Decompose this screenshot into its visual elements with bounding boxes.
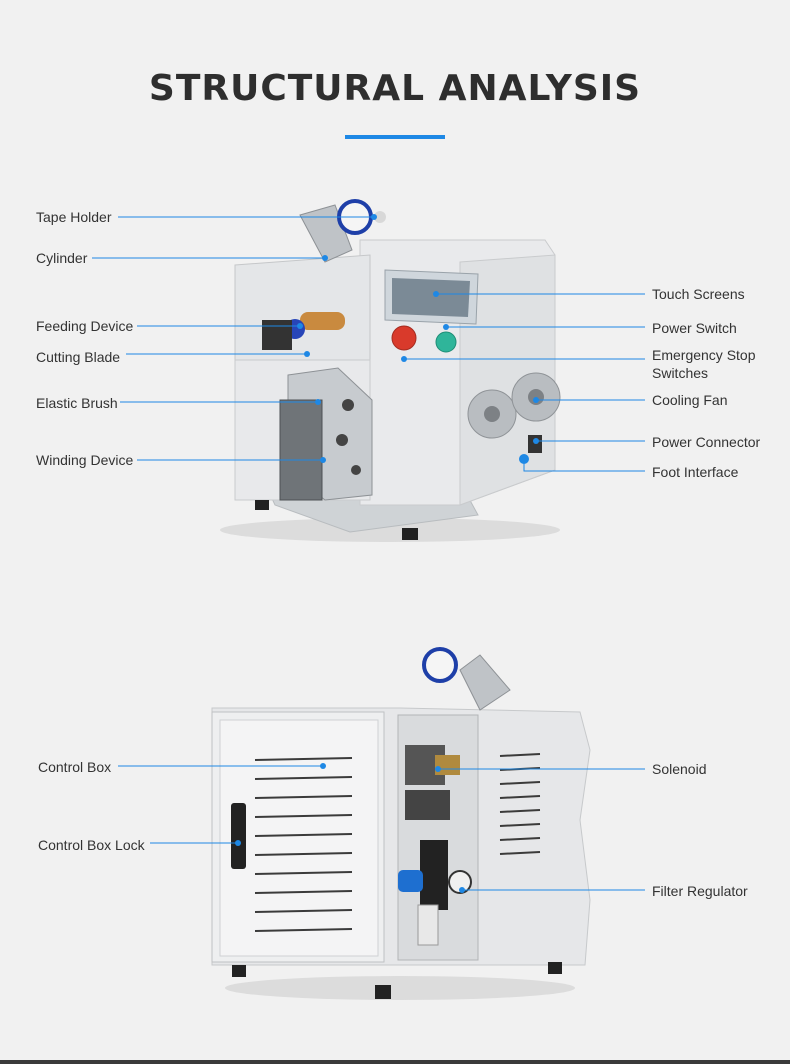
front-right-callout-lines	[401, 291, 645, 472]
page-title: STRUCTURAL ANALYSIS	[148, 68, 642, 109]
label-solenoid: Solenoid	[652, 761, 707, 777]
label-power-connector: Power Connector	[652, 434, 761, 450]
bottom-divider	[0, 1060, 790, 1064]
label-winding-device: Winding Device	[36, 452, 134, 468]
back-callout-lines	[118, 763, 645, 893]
back-machine-image	[211, 647, 591, 1000]
label-elastic-brush: Elastic Brush	[36, 395, 118, 411]
label-cylinder: Cylinder	[36, 250, 88, 266]
label-tape-holder: Tape Holder	[36, 209, 112, 225]
label-cutting-blade: Cutting Blade	[36, 349, 121, 365]
label-cooling-fan: Cooling Fan	[652, 392, 728, 408]
label-control-box-lock: Control Box Lock	[38, 837, 145, 853]
front-machine-image	[220, 199, 561, 542]
label-power-switch: Power Switch	[652, 320, 737, 336]
title-underline	[345, 135, 445, 139]
label-control-box: Control Box	[38, 759, 112, 775]
label-emergency-stop: Emergency Stop Switches	[652, 347, 756, 381]
label-filter-regulator: Filter Regulator	[652, 883, 748, 899]
label-touch-screens: Touch Screens	[652, 286, 745, 302]
label-foot-interface: Foot Interface	[652, 464, 739, 480]
label-feeding-device: Feeding Device	[36, 318, 134, 334]
front-left-callout-lines	[92, 214, 377, 463]
